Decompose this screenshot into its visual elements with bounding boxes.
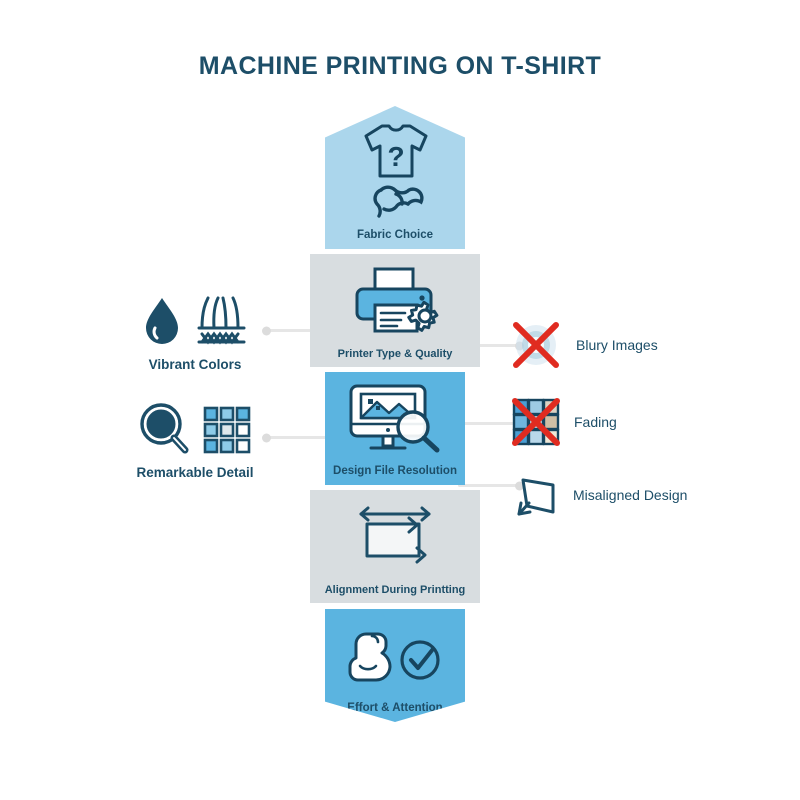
benefit-vibrant-colors[interactable]: Vibrant Colors <box>133 292 257 372</box>
step-icons <box>325 372 465 465</box>
problem-fading[interactable]: Fading <box>510 396 617 448</box>
benefit-label: Remarkable Detail <box>136 465 254 480</box>
problem-label: Blury Images <box>576 337 658 353</box>
magnifier-icon <box>140 403 189 454</box>
step-label: Alignment During Printting <box>324 583 466 596</box>
process-column: ? Fabric Choice <box>310 106 480 722</box>
connector-misaligned-design <box>458 481 524 490</box>
magnifier-icon <box>396 409 440 453</box>
band-gap <box>325 603 465 609</box>
connector-dot <box>515 481 524 490</box>
step-label: Design File Resolution <box>333 465 457 478</box>
step-icons: ? <box>325 106 465 229</box>
benefit-icons <box>140 292 250 348</box>
connector-dot <box>262 433 271 442</box>
ink-drop-icon <box>146 298 178 344</box>
check-circle-icon <box>400 640 440 680</box>
knit-loop-icon <box>373 185 424 218</box>
benefit-icons <box>138 400 252 456</box>
question-mark-glyph: ? <box>387 141 404 172</box>
benefit-remarkable-detail[interactable]: Remarkable Detail <box>130 400 260 480</box>
step-design-file-resolution[interactable]: Design File Resolution <box>325 372 465 485</box>
skewed-frame-icon <box>517 478 555 516</box>
step-icons <box>325 609 465 702</box>
effort-attention-icon-group <box>348 632 440 682</box>
monitor-image-magnifier-icon <box>349 384 440 453</box>
fabric-fiber-icon <box>197 296 246 345</box>
connector-remarkable-detail <box>262 433 336 442</box>
page-title: MACHINE PRINTING ON T-SHIRT <box>198 52 602 80</box>
connector-dot <box>262 326 271 335</box>
problem-label: Fading <box>574 414 617 430</box>
step-icons <box>310 490 480 584</box>
color-grid-crossed-icon <box>512 398 560 446</box>
benefit-label: Vibrant Colors <box>148 357 242 372</box>
step-alignment-during-printing[interactable]: Alignment During Printting <box>310 490 480 603</box>
pixel-grid-icon <box>203 406 251 454</box>
step-effort-attention[interactable]: Effort & Attention <box>325 609 465 722</box>
step-label: Effort & Attention <box>347 702 443 715</box>
blurred-circle-crossed-icon <box>513 322 559 368</box>
step-fabric-choice[interactable]: ? Fabric Choice <box>325 106 465 249</box>
fabric-choice-icon-group: ? <box>364 124 428 218</box>
step-printer-type-quality[interactable]: Printer Type & Quality <box>310 254 480 367</box>
problem-misaligned-design[interactable]: Misaligned Design <box>515 472 687 518</box>
step-label: Printer Type & Quality <box>337 347 453 360</box>
red-cross-icon <box>513 322 559 368</box>
alignment-arrows-icon <box>359 506 431 564</box>
tshirt-question-icon <box>364 124 428 178</box>
gear-icon <box>407 300 439 332</box>
step-label: Fabric Choice <box>356 229 434 242</box>
step-icons <box>310 254 480 348</box>
red-cross-icon <box>512 398 560 446</box>
connector-vibrant-colors <box>262 326 336 335</box>
flexed-bicep-icon <box>348 632 392 682</box>
printer-gear-icon <box>355 267 439 333</box>
problem-blury-images[interactable]: Blury Images <box>508 318 658 372</box>
problem-label: Misaligned Design <box>573 487 688 503</box>
